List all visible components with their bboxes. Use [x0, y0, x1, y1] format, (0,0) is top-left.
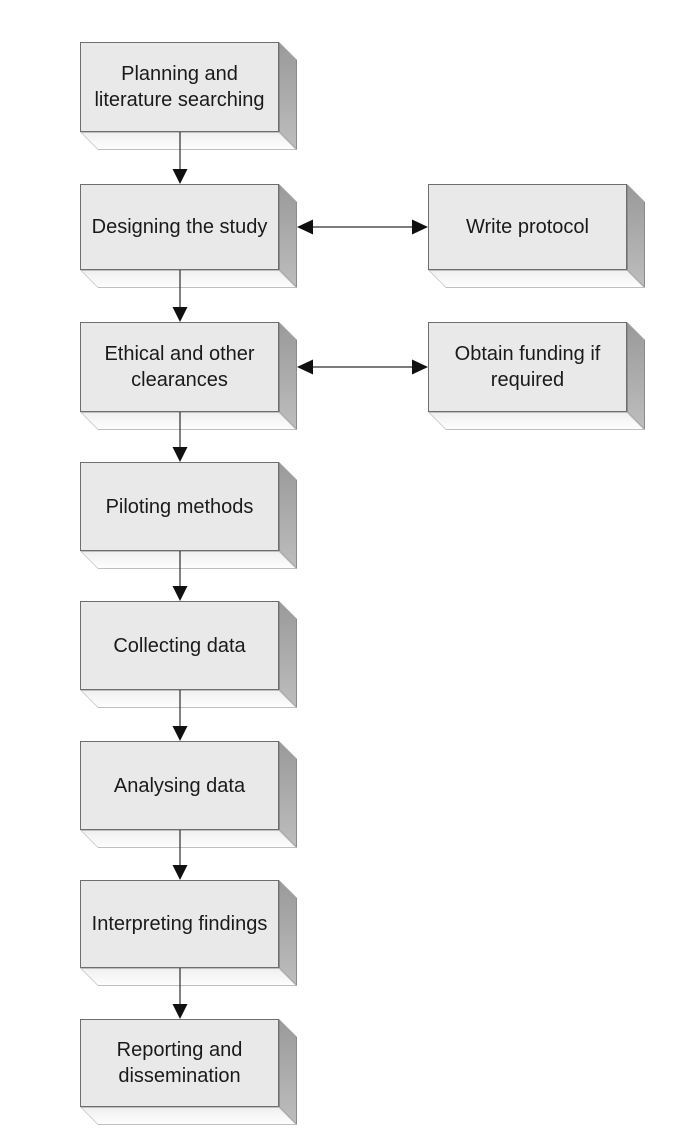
node-collecting-data: Collecting data	[80, 601, 279, 690]
node-label: Ethical and other clearances	[104, 343, 255, 391]
node-write-protocol: Write protocol	[428, 184, 627, 270]
node-piloting-methods: Piloting methods	[80, 462, 279, 551]
node-label: Collecting data	[113, 634, 246, 657]
node-label: Planning and literature searching	[94, 63, 265, 111]
node-designing-the-study: Designing the study	[80, 184, 279, 270]
node-obtain-funding-if-required: Obtain funding if required	[428, 322, 627, 412]
node-label: Reporting and dissemination	[116, 1039, 243, 1087]
node-label: Designing the study	[91, 216, 268, 238]
node-ethical-and-other-clearances: Ethical and other clearances	[80, 322, 279, 412]
node-interpreting-findings: Interpreting findings	[80, 880, 279, 968]
node-reporting-and-dissemination: Reporting and dissemination	[80, 1019, 279, 1107]
node-planning-and-literature-searching: Planning and literature searching	[80, 42, 279, 132]
node-analysing-data: Analysing data	[80, 741, 279, 830]
node-label: Write protocol	[465, 216, 589, 238]
node-label: Piloting methods	[105, 495, 254, 518]
node-label: Interpreting findings	[91, 913, 268, 935]
node-label: Analysing data	[113, 774, 246, 797]
double-arrow-ethical-obtain-funding	[297, 359, 428, 375]
node-label: Obtain funding if required	[454, 343, 601, 391]
double-arrow-designing-write-protocol	[297, 219, 428, 235]
